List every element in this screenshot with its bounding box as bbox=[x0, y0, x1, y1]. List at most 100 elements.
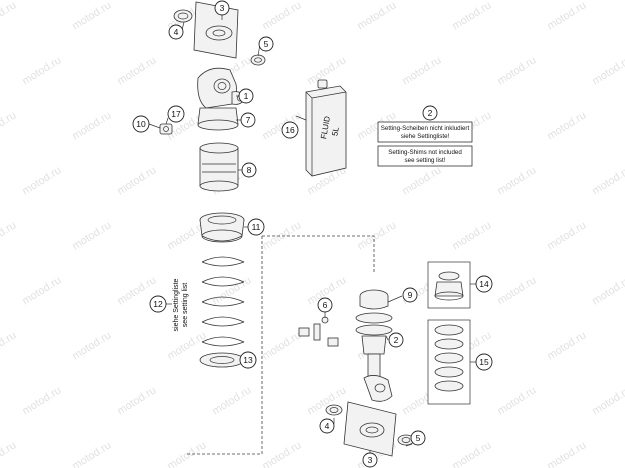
callout-5-top: 5 bbox=[258, 36, 274, 52]
callout-9-label: 9 bbox=[408, 290, 413, 300]
callout-5-top-label: 5 bbox=[264, 39, 269, 49]
watermark-text: motod.ru bbox=[20, 384, 63, 417]
watermark-text: motod.ru bbox=[545, 219, 588, 252]
callout-14: 14 bbox=[475, 275, 493, 293]
watermark-text: motod.ru bbox=[70, 329, 113, 362]
part-13-spring-seat bbox=[199, 352, 245, 368]
part-4-top-seal bbox=[173, 9, 193, 23]
watermark-text: motod.ru bbox=[400, 164, 443, 197]
callout-10: 10 bbox=[132, 115, 150, 133]
callout-2-top: 2 bbox=[422, 105, 438, 121]
watermark-text: motod.ru bbox=[495, 164, 538, 197]
callout-3-top: 3 bbox=[214, 0, 230, 16]
part-8-cylinder bbox=[199, 142, 239, 192]
callout-10-label: 10 bbox=[136, 119, 146, 129]
callout-5-bottom: 5 bbox=[410, 430, 426, 446]
watermark-text: motod.ru bbox=[495, 384, 538, 417]
part-2-damper-assembly bbox=[355, 289, 393, 402]
watermark-text: motod.ru bbox=[545, 109, 588, 142]
callout-3-bottom: 3 bbox=[362, 452, 378, 468]
callout-4-top-label: 4 bbox=[174, 27, 179, 37]
callout-5-bottom-label: 5 bbox=[416, 433, 421, 443]
watermark-text: motod.ru bbox=[20, 274, 63, 307]
callout-12-label: 12 bbox=[153, 299, 163, 309]
setting-note-box-de: Setting-Scheiben nicht inkludiert siehe … bbox=[377, 121, 473, 143]
callout-1: 1 bbox=[238, 88, 254, 104]
watermark-text: motod.ru bbox=[70, 219, 113, 252]
watermark-text: motod.ru bbox=[115, 164, 158, 197]
callout-8: 8 bbox=[241, 162, 257, 178]
bottom-bushing-set bbox=[325, 401, 415, 457]
part-5-top-seal bbox=[250, 54, 266, 66]
part-14-box bbox=[427, 261, 471, 309]
watermark-text: motod.ru bbox=[450, 0, 493, 33]
watermark-text: motod.ru bbox=[0, 219, 18, 252]
callout-15: 15 bbox=[475, 353, 493, 371]
watermark-text: motod.ru bbox=[545, 0, 588, 33]
part-15-box bbox=[427, 319, 471, 405]
watermark-text: motod.ru bbox=[260, 329, 303, 362]
watermark-text: motod.ru bbox=[545, 329, 588, 362]
watermark-text: motod.ru bbox=[210, 384, 253, 417]
part-12-spring bbox=[201, 256, 245, 347]
callout-12: 12 bbox=[149, 295, 167, 313]
watermark-text: motod.ru bbox=[450, 219, 493, 252]
callout-16-label: 16 bbox=[285, 125, 295, 135]
note-en-line-1: Setting-Shims not included bbox=[388, 149, 462, 156]
watermark-text: motod.ru bbox=[20, 54, 63, 87]
assembly-dashed-frame bbox=[186, 235, 375, 455]
side-text-en: see setting list bbox=[182, 283, 189, 327]
callout-9: 9 bbox=[402, 287, 418, 303]
watermark-text: motod.ru bbox=[495, 54, 538, 87]
part-16-fluid-can: FLUID 5L bbox=[305, 79, 347, 177]
callout-17: 17 bbox=[167, 105, 185, 123]
watermark-text: motod.ru bbox=[70, 109, 113, 142]
callout-11-label: 11 bbox=[252, 222, 261, 232]
callout-14-label: 14 bbox=[479, 279, 489, 289]
part-5-top-seal-inner bbox=[254, 57, 262, 63]
watermark-text: motod.ru bbox=[70, 0, 113, 33]
callout-16: 16 bbox=[281, 121, 299, 139]
callout-13: 13 bbox=[239, 351, 257, 369]
setting-note-box-en: Setting-Shims not included see setting l… bbox=[377, 145, 473, 167]
callout-15-label: 15 bbox=[479, 357, 489, 367]
watermark-text: motod.ru bbox=[450, 439, 493, 468]
top-bushing-set bbox=[173, 1, 266, 66]
part-11-spring-retainer bbox=[199, 212, 245, 243]
callout-6: 6 bbox=[317, 297, 333, 313]
part-3-top-bushing-hole bbox=[212, 29, 226, 37]
part-6-valve-parts bbox=[298, 316, 339, 347]
watermark-text: motod.ru bbox=[355, 0, 398, 33]
watermark-text: motod.ru bbox=[165, 439, 208, 468]
watermark-text: motod.ru bbox=[210, 274, 253, 307]
side-text-de: siehe Settingliste bbox=[173, 278, 180, 331]
part-7-reservoir-body bbox=[197, 107, 239, 131]
callout-2-bottom-label: 2 bbox=[394, 335, 399, 345]
callout-6-label: 6 bbox=[323, 300, 328, 310]
callout-11: 11 bbox=[247, 218, 265, 236]
callout-17-label: 17 bbox=[171, 109, 181, 119]
watermark-text: motod.ru bbox=[0, 329, 18, 362]
note-de-line-1: Setting-Scheiben nicht inkludiert bbox=[381, 125, 470, 132]
watermark-text: motod.ru bbox=[590, 164, 625, 197]
callout-2-bottom: 2 bbox=[388, 332, 404, 348]
callout-8-label: 8 bbox=[247, 165, 252, 175]
watermark-text: motod.ru bbox=[400, 54, 443, 87]
watermark-text: motod.ru bbox=[590, 384, 625, 417]
watermark-text: motod.ru bbox=[260, 439, 303, 468]
callout-13-label: 13 bbox=[243, 355, 253, 365]
watermark-text: motod.ru bbox=[260, 219, 303, 252]
callout-1-label: 1 bbox=[244, 91, 249, 101]
callout-3-bottom-label: 3 bbox=[368, 455, 373, 465]
callout-7-label: 7 bbox=[246, 115, 251, 125]
note-en-line-2: see setting list! bbox=[405, 157, 446, 164]
watermark-text: motod.ru bbox=[115, 384, 158, 417]
watermark-text: motod.ru bbox=[355, 219, 398, 252]
callout-4-top: 4 bbox=[168, 24, 184, 40]
watermark-text: motod.ru bbox=[260, 0, 303, 33]
part-4-top-seal-inner bbox=[177, 12, 189, 20]
watermark-text: motod.ru bbox=[0, 439, 18, 468]
